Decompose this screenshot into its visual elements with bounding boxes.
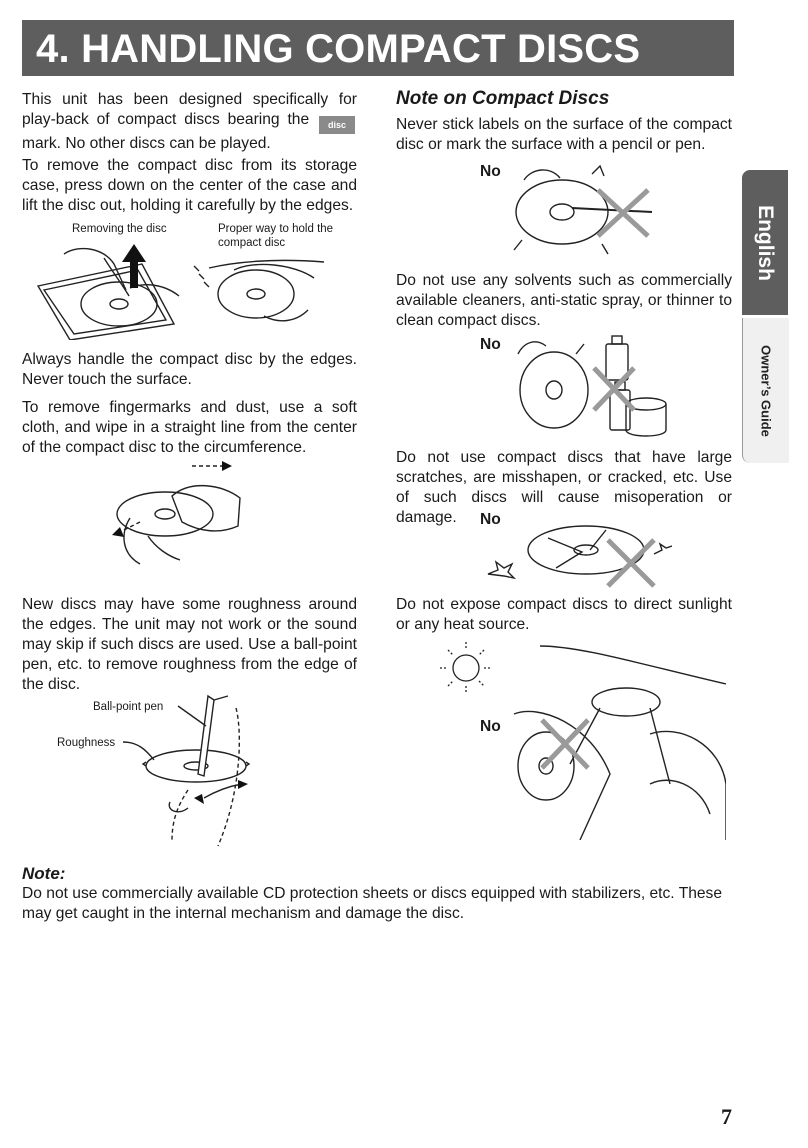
no-damaged-discs-illustration	[487, 525, 672, 588]
page-number: 7	[721, 1104, 732, 1129]
wiping-disc-illustration	[112, 461, 241, 565]
right-para-4: Do not expose compact discs to direct su…	[396, 596, 732, 633]
removing-disc-illustration	[36, 244, 325, 340]
caption-ball-point-pen: Ball-point pen	[93, 701, 164, 713]
no-label-3: No	[480, 511, 501, 528]
left-para-1: This unit has been designed specifically…	[22, 91, 357, 152]
no-labels-illustration	[513, 164, 653, 255]
right-para-2: Do not use any solvents such as commerci…	[396, 272, 732, 329]
left-para-3: Always handle the compact disc by the ed…	[22, 351, 357, 388]
caption-proper-way: Proper way to hold the compact disc	[218, 223, 334, 249]
no-label-2: No	[480, 336, 501, 353]
left-para-4: To remove fingermarks and dust, use a so…	[22, 399, 357, 456]
note-text: Do not use commercially available CD pro…	[22, 885, 723, 922]
title-bar: 4. HANDLING COMPACT DISCS	[22, 20, 734, 76]
no-label-4: No	[480, 718, 501, 735]
right-para-1: Never stick labels on the surface of the…	[396, 116, 732, 153]
tab-english[interactable]: English	[742, 170, 788, 315]
page-title: 4. HANDLING COMPACT DISCS	[36, 27, 641, 71]
no-heat-illustration	[513, 645, 726, 840]
section-heading-note-on-cd: Note on Compact Discs	[396, 88, 610, 109]
tab-owners-guide-label: Owner’s Guide	[758, 344, 774, 437]
note-block: Note: Do not use commercially available …	[22, 864, 734, 924]
no-solvents-illustration	[517, 335, 667, 437]
compact-disc-logo-icon: disc	[319, 116, 355, 134]
right-heading-block: Note on Compact Discs	[396, 87, 732, 111]
left-para-5: New discs may have some roughness around…	[22, 596, 357, 693]
tab-english-label: English	[754, 204, 777, 281]
note-heading: Note:	[22, 864, 66, 883]
tab-owners-guide[interactable]: Owner’s Guide	[742, 318, 789, 463]
caption-removing-disc: Removing the disc	[72, 223, 167, 235]
sun-icon	[440, 642, 492, 694]
right-para-3: Do not use compact discs that have large…	[396, 449, 732, 526]
caption-roughness: Roughness	[57, 737, 116, 749]
no-label-1: No	[480, 163, 501, 180]
ball-point-pen-illustration	[122, 694, 251, 847]
left-para-2: To remove the compact disc from its stor…	[22, 157, 357, 214]
